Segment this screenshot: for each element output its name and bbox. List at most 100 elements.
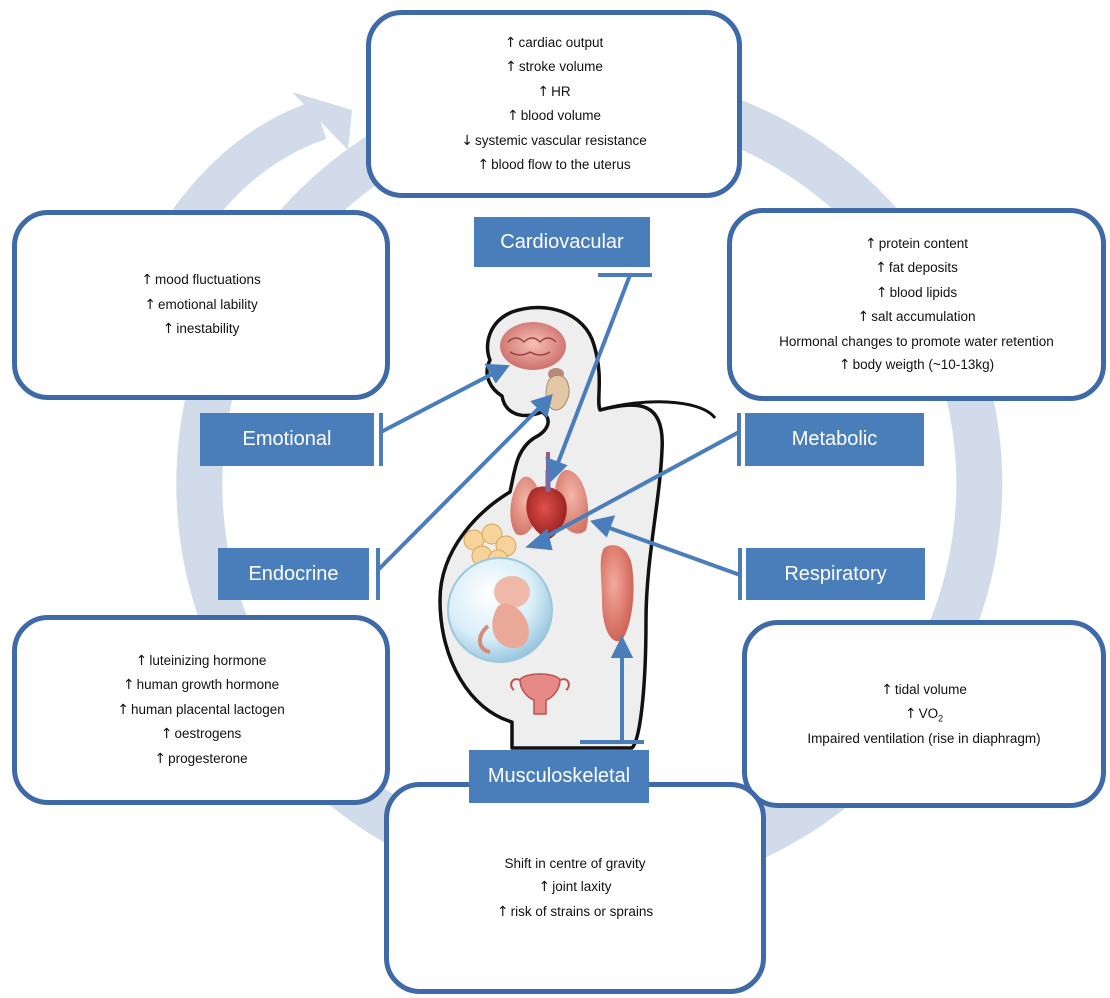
effect-text: salt accumulation (871, 309, 976, 324)
increase-arrow-icon: ↑ (477, 157, 490, 173)
effect-line: ↑luteinizing hormone (136, 649, 267, 674)
effect-text: blood flow to the uterus (491, 157, 631, 172)
increase-arrow-icon: ↑ (881, 681, 893, 698)
increase-arrow-icon: ↑ (857, 309, 870, 325)
musculoskeletal-label: Musculoskeletal (469, 750, 649, 803)
effect-line: Hormonal changes to promote water retent… (779, 330, 1054, 354)
respiratory-arrowhead (590, 515, 616, 538)
effect-text: human growth hormone (136, 677, 280, 693)
effect-text: fat deposits (888, 260, 958, 275)
increase-arrow-icon: ↑ (117, 701, 129, 718)
musculoskeletal-arrowhead (610, 635, 634, 658)
effect-line: ↑cardiac output (505, 31, 604, 56)
cardiovascular-label: Cardiovacular (474, 217, 650, 267)
effect-text: blood lipids (889, 284, 958, 300)
effect-line: ↑fat deposits (875, 256, 958, 281)
metabolic-effects-box: ↑protein content↑fat deposits↑blood lipi… (727, 208, 1106, 401)
effect-text: protein content (878, 235, 969, 251)
emotional-arrowhead (484, 363, 510, 384)
increase-arrow-icon: ↑ (144, 296, 156, 313)
effect-line: ↑oestrogens (161, 722, 242, 747)
effect-line: ↓systemic vascular resistance (461, 129, 647, 154)
metabolic-connector (539, 430, 740, 542)
increase-arrow-icon: ↑ (537, 83, 550, 100)
effect-line: ↑blood flow to the uterus (477, 153, 630, 178)
effect-text: progesterone (168, 750, 248, 766)
brain-icon (500, 322, 566, 370)
effect-text: emotional lability (157, 296, 258, 312)
fetus-icon (447, 557, 553, 663)
effect-line: Impaired ventilation (rise in diaphragm) (807, 727, 1040, 751)
effect-line: ↑body weigth (~10-13kg) (839, 353, 994, 378)
musculoskeletal-effects-box: Shift in centre of gravity↑joint laxity↑… (384, 782, 766, 994)
uterus-icon (510, 673, 570, 715)
endocrine-effects-box: ↑luteinizing hormone↑human growth hormon… (12, 615, 390, 805)
increase-arrow-icon: ↑ (135, 652, 148, 669)
effect-line: ↑blood lipids (876, 281, 957, 306)
effect-text: systemic vascular resistance (474, 132, 647, 148)
effect-text: Shift in centre of gravity (504, 855, 646, 871)
effect-line: ↑human growth hormone (123, 673, 279, 698)
effect-text: tidal volume (894, 681, 967, 697)
pituitary-gland-icon (545, 368, 570, 411)
effect-line: ↑human placental lactogen (117, 698, 285, 723)
increase-arrow-icon: ↑ (538, 879, 551, 896)
placenta-icon (463, 523, 517, 571)
increase-arrow-icon: ↑ (904, 706, 917, 723)
effect-subscript: 2 (938, 713, 944, 724)
cardiovascular-connector (554, 274, 632, 469)
emotional-effects-box: ↑mood fluctuations↑emotional lability↑in… (12, 210, 390, 400)
effect-text: body weigth (~10-13kg) (852, 357, 995, 372)
effect-line: ↑VO2 (905, 702, 943, 727)
effect-text: blood volume (520, 108, 602, 123)
respiratory-label: Respiratory (746, 548, 925, 600)
effect-text: VO (918, 706, 939, 722)
increase-arrow-icon: ↑ (875, 284, 888, 301)
effect-text: human placental lactogen (130, 701, 285, 717)
increase-arrow-icon: ↑ (496, 903, 509, 920)
muscle-icon (600, 545, 634, 642)
increase-arrow-icon: ↑ (838, 357, 851, 373)
effect-text: Impaired ventilation (rise in diaphragm) (807, 730, 1041, 746)
effect-line: ↑stroke volume (505, 55, 603, 80)
emotional-label: Emotional (200, 413, 374, 466)
increase-arrow-icon: ↑ (122, 677, 135, 694)
effect-line: ↑tidal volume (881, 678, 967, 703)
effect-line: ↑protein content (865, 232, 968, 257)
effect-text: oestrogens (174, 726, 242, 742)
respiratory-connector (603, 524, 741, 577)
effect-line: ↑emotional lability (144, 293, 258, 318)
metabolic-label: Metabolic (745, 413, 924, 466)
increase-arrow-icon: ↑ (141, 272, 153, 289)
increase-arrow-icon: ↑ (162, 321, 175, 338)
increase-arrow-icon: ↑ (160, 726, 173, 743)
metabolic-arrowhead (525, 528, 553, 551)
effect-text: cardiac output (518, 34, 604, 50)
heart-icon (526, 470, 567, 540)
effect-line: ↑risk of strains or sprains (497, 900, 653, 925)
increase-arrow-icon: ↑ (504, 34, 517, 51)
effect-text: mood fluctuations (154, 272, 261, 288)
effect-line: ↑HR (537, 80, 570, 105)
effect-line: ↑blood volume (507, 104, 601, 129)
endocrine-connector (376, 403, 544, 572)
effect-text: inestability (176, 321, 240, 337)
effect-text: luteinizing hormone (149, 652, 267, 668)
effect-line: ↑mood fluctuations (141, 268, 261, 293)
increase-arrow-icon: ↑ (154, 750, 167, 767)
effect-line: ↑inestability (163, 317, 240, 342)
increase-arrow-icon: ↑ (864, 235, 877, 252)
effect-line: ↑salt accumulation (857, 305, 975, 330)
effect-line: ↑joint laxity (538, 875, 611, 900)
cardiovascular-arrowhead (545, 456, 568, 482)
effect-line: Shift in centre of gravity (504, 852, 645, 876)
effect-text: Hormonal changes to promote water retent… (779, 333, 1054, 349)
increase-arrow-icon: ↑ (875, 260, 887, 276)
connectors (376, 273, 742, 744)
decrease-arrow-icon: ↓ (461, 132, 473, 149)
increase-arrow-icon: ↑ (506, 108, 519, 124)
effect-line: ↑progesterone (154, 747, 247, 772)
effect-text: risk of strains or sprains (510, 903, 654, 919)
